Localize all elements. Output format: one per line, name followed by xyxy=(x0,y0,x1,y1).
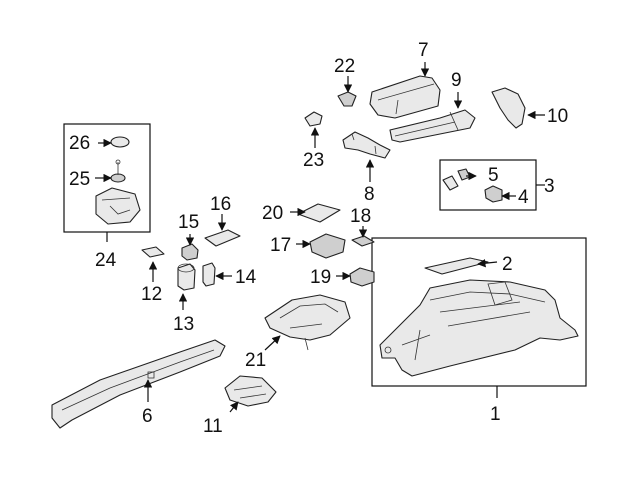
callout-19: 19 xyxy=(310,267,331,288)
callout-17: 17 xyxy=(270,235,291,256)
label-card-part[interactable] xyxy=(141,246,165,258)
callout-18: 18 xyxy=(350,206,371,227)
callout-14: 14 xyxy=(235,267,257,288)
callout-16: 16 xyxy=(210,194,231,215)
callout-22: 22 xyxy=(334,56,355,77)
callout-6: 6 xyxy=(142,406,153,427)
end-cap-part[interactable] xyxy=(304,111,323,127)
callout-15: 15 xyxy=(178,212,199,233)
callout-21: 21 xyxy=(245,350,266,371)
mount-bracket-part[interactable] xyxy=(224,375,277,407)
callout-13: 13 xyxy=(173,314,194,335)
leader-arrows xyxy=(95,62,545,413)
callout-3: 3 xyxy=(544,176,555,197)
storage-bin-part[interactable] xyxy=(309,233,346,259)
callout-5: 5 xyxy=(488,165,499,186)
group-box-1 xyxy=(371,237,587,387)
callout-8: 8 xyxy=(364,184,375,205)
callout-11: 11 xyxy=(203,416,223,437)
socket-plug-part[interactable] xyxy=(202,262,216,287)
callout-9: 9 xyxy=(451,70,462,91)
callout-7: 7 xyxy=(418,40,429,61)
rear-trim-part[interactable] xyxy=(491,87,526,129)
hinge-assembly-part[interactable] xyxy=(389,109,476,143)
switch-part-5[interactable] xyxy=(442,168,471,191)
hinge-bracket-part[interactable] xyxy=(342,131,391,159)
tray-mat-part[interactable] xyxy=(204,229,241,247)
knob-part[interactable] xyxy=(337,91,357,107)
actuator-assembly-part[interactable] xyxy=(95,187,141,225)
callout-23: 23 xyxy=(303,150,324,171)
liner-part[interactable] xyxy=(297,203,341,223)
callout-26: 26 xyxy=(69,133,90,154)
callout-2: 2 xyxy=(502,254,513,275)
cup-holder-part[interactable] xyxy=(177,263,196,291)
callout-12: 12 xyxy=(141,284,162,305)
callout-4: 4 xyxy=(518,187,529,208)
callout-10: 10 xyxy=(547,106,568,127)
side-panel-part[interactable] xyxy=(51,339,226,429)
callout-1: 1 xyxy=(490,404,501,425)
armrest-lid-part[interactable] xyxy=(369,75,441,119)
cap-part[interactable] xyxy=(181,243,199,261)
small-pad-part[interactable] xyxy=(351,235,375,247)
clip-part[interactable] xyxy=(349,267,375,287)
seal-ring-part-26[interactable] xyxy=(110,136,130,148)
console-pad-part[interactable] xyxy=(424,257,489,275)
console-body-part[interactable] xyxy=(379,279,579,377)
switch-part-4[interactable] xyxy=(484,185,503,203)
callout-20: 20 xyxy=(262,203,283,224)
callout-25: 25 xyxy=(69,169,90,190)
bolt-part-25[interactable] xyxy=(110,159,126,183)
callout-24: 24 xyxy=(95,250,117,271)
shifter-trim-part[interactable] xyxy=(264,294,351,351)
